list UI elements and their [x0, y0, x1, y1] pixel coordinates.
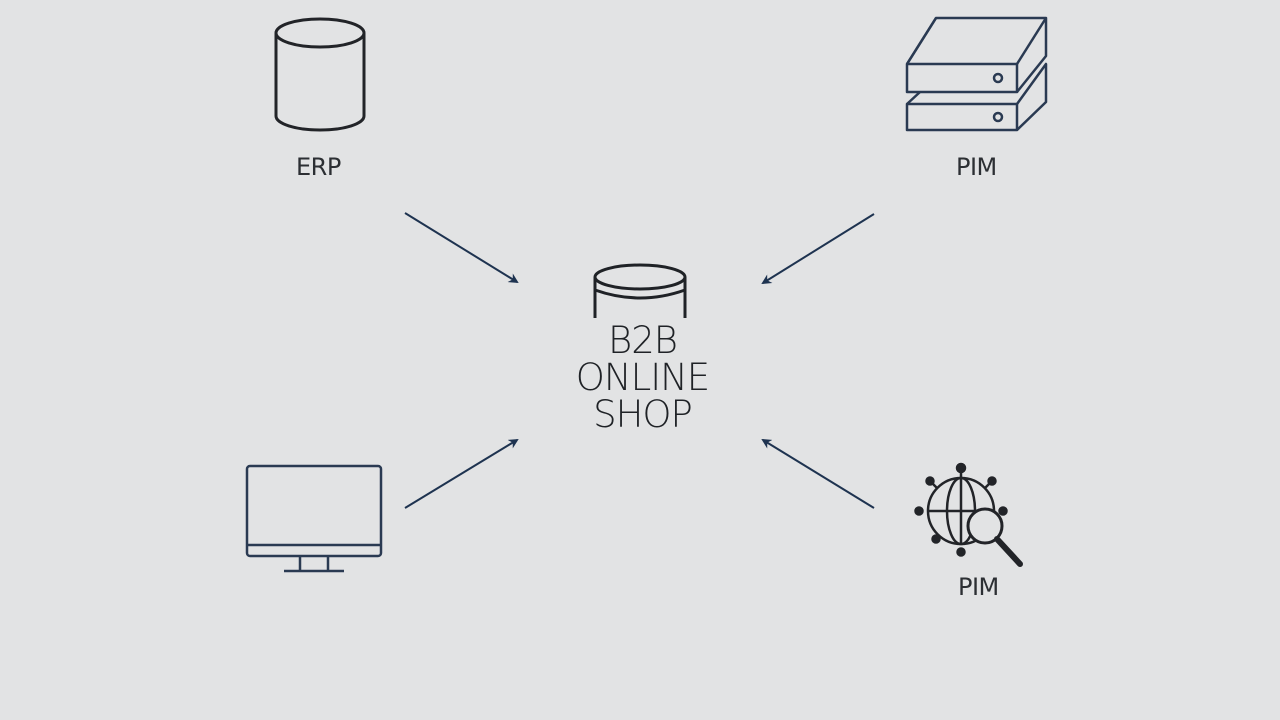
b2b-online-shop-label: B2B ONLINE SHOP [540, 322, 745, 433]
pim-top-label: PIM [956, 153, 997, 181]
shop-database-icon [593, 263, 687, 318]
globe-search-icon [914, 462, 1023, 567]
arrow-erp-to-shop [404, 212, 519, 284]
monitor-icon [245, 464, 383, 573]
erp-label: ERP [296, 153, 341, 181]
center-line-3: SHOP [593, 393, 693, 436]
center-line-1: B2B [608, 319, 678, 362]
database-icon [274, 17, 366, 132]
center-line-2: ONLINE [575, 356, 710, 399]
arrow-pim-bottom-to-shop [761, 438, 875, 509]
arrow-monitor-to-shop [404, 438, 519, 509]
pim-bottom-label: PIM [958, 573, 999, 601]
arrow-pim-top-to-shop [761, 213, 875, 285]
server-stack-icon [905, 16, 1048, 132]
